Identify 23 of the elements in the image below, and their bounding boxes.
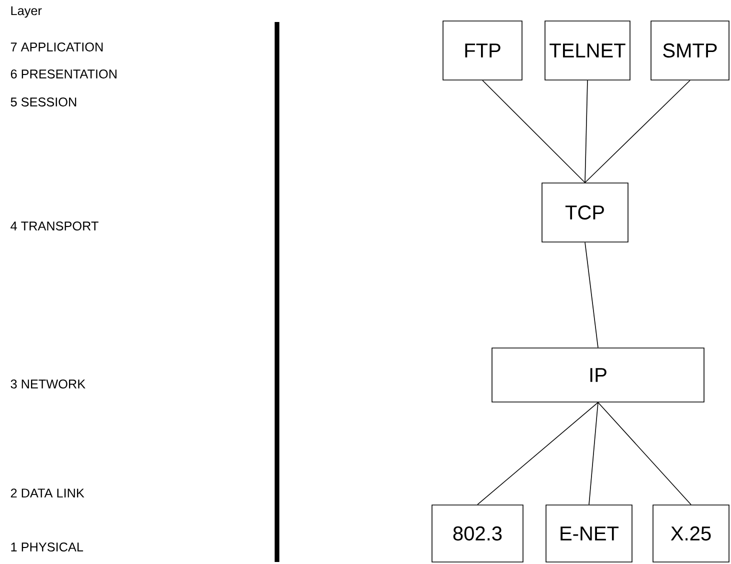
protocol-box: TCP xyxy=(542,182,628,242)
protocol-box: 802.3 xyxy=(432,504,524,562)
protocol-box: FTP xyxy=(442,20,522,80)
connector-line xyxy=(584,80,690,183)
protocol-box: X.25 xyxy=(652,504,730,562)
protocol-box: IP xyxy=(492,348,704,402)
connector-line xyxy=(477,402,598,505)
layer-label: 2 DATA LINK xyxy=(10,488,84,498)
layer-label: 4 TRANSPORT xyxy=(10,222,98,230)
layer-label: 6 PRESENTATION xyxy=(10,70,116,78)
connector-line xyxy=(588,402,598,505)
layer-label: 7 APPLICATION xyxy=(10,42,103,52)
protocol-box: E-NET xyxy=(546,504,632,562)
layer-label: 3 NETWORK xyxy=(10,380,86,388)
protocol-box: SMTP xyxy=(650,20,730,80)
connector-line xyxy=(482,80,586,183)
protocol-box: TELNET xyxy=(544,20,630,80)
connector-line xyxy=(584,80,588,183)
layer-label: 5 SESSION xyxy=(10,98,76,106)
heading-label: Layer xyxy=(11,6,42,18)
connector-line xyxy=(598,402,692,505)
connector-line xyxy=(584,242,598,348)
layer-label: 1 PHYSICAL xyxy=(11,542,84,552)
